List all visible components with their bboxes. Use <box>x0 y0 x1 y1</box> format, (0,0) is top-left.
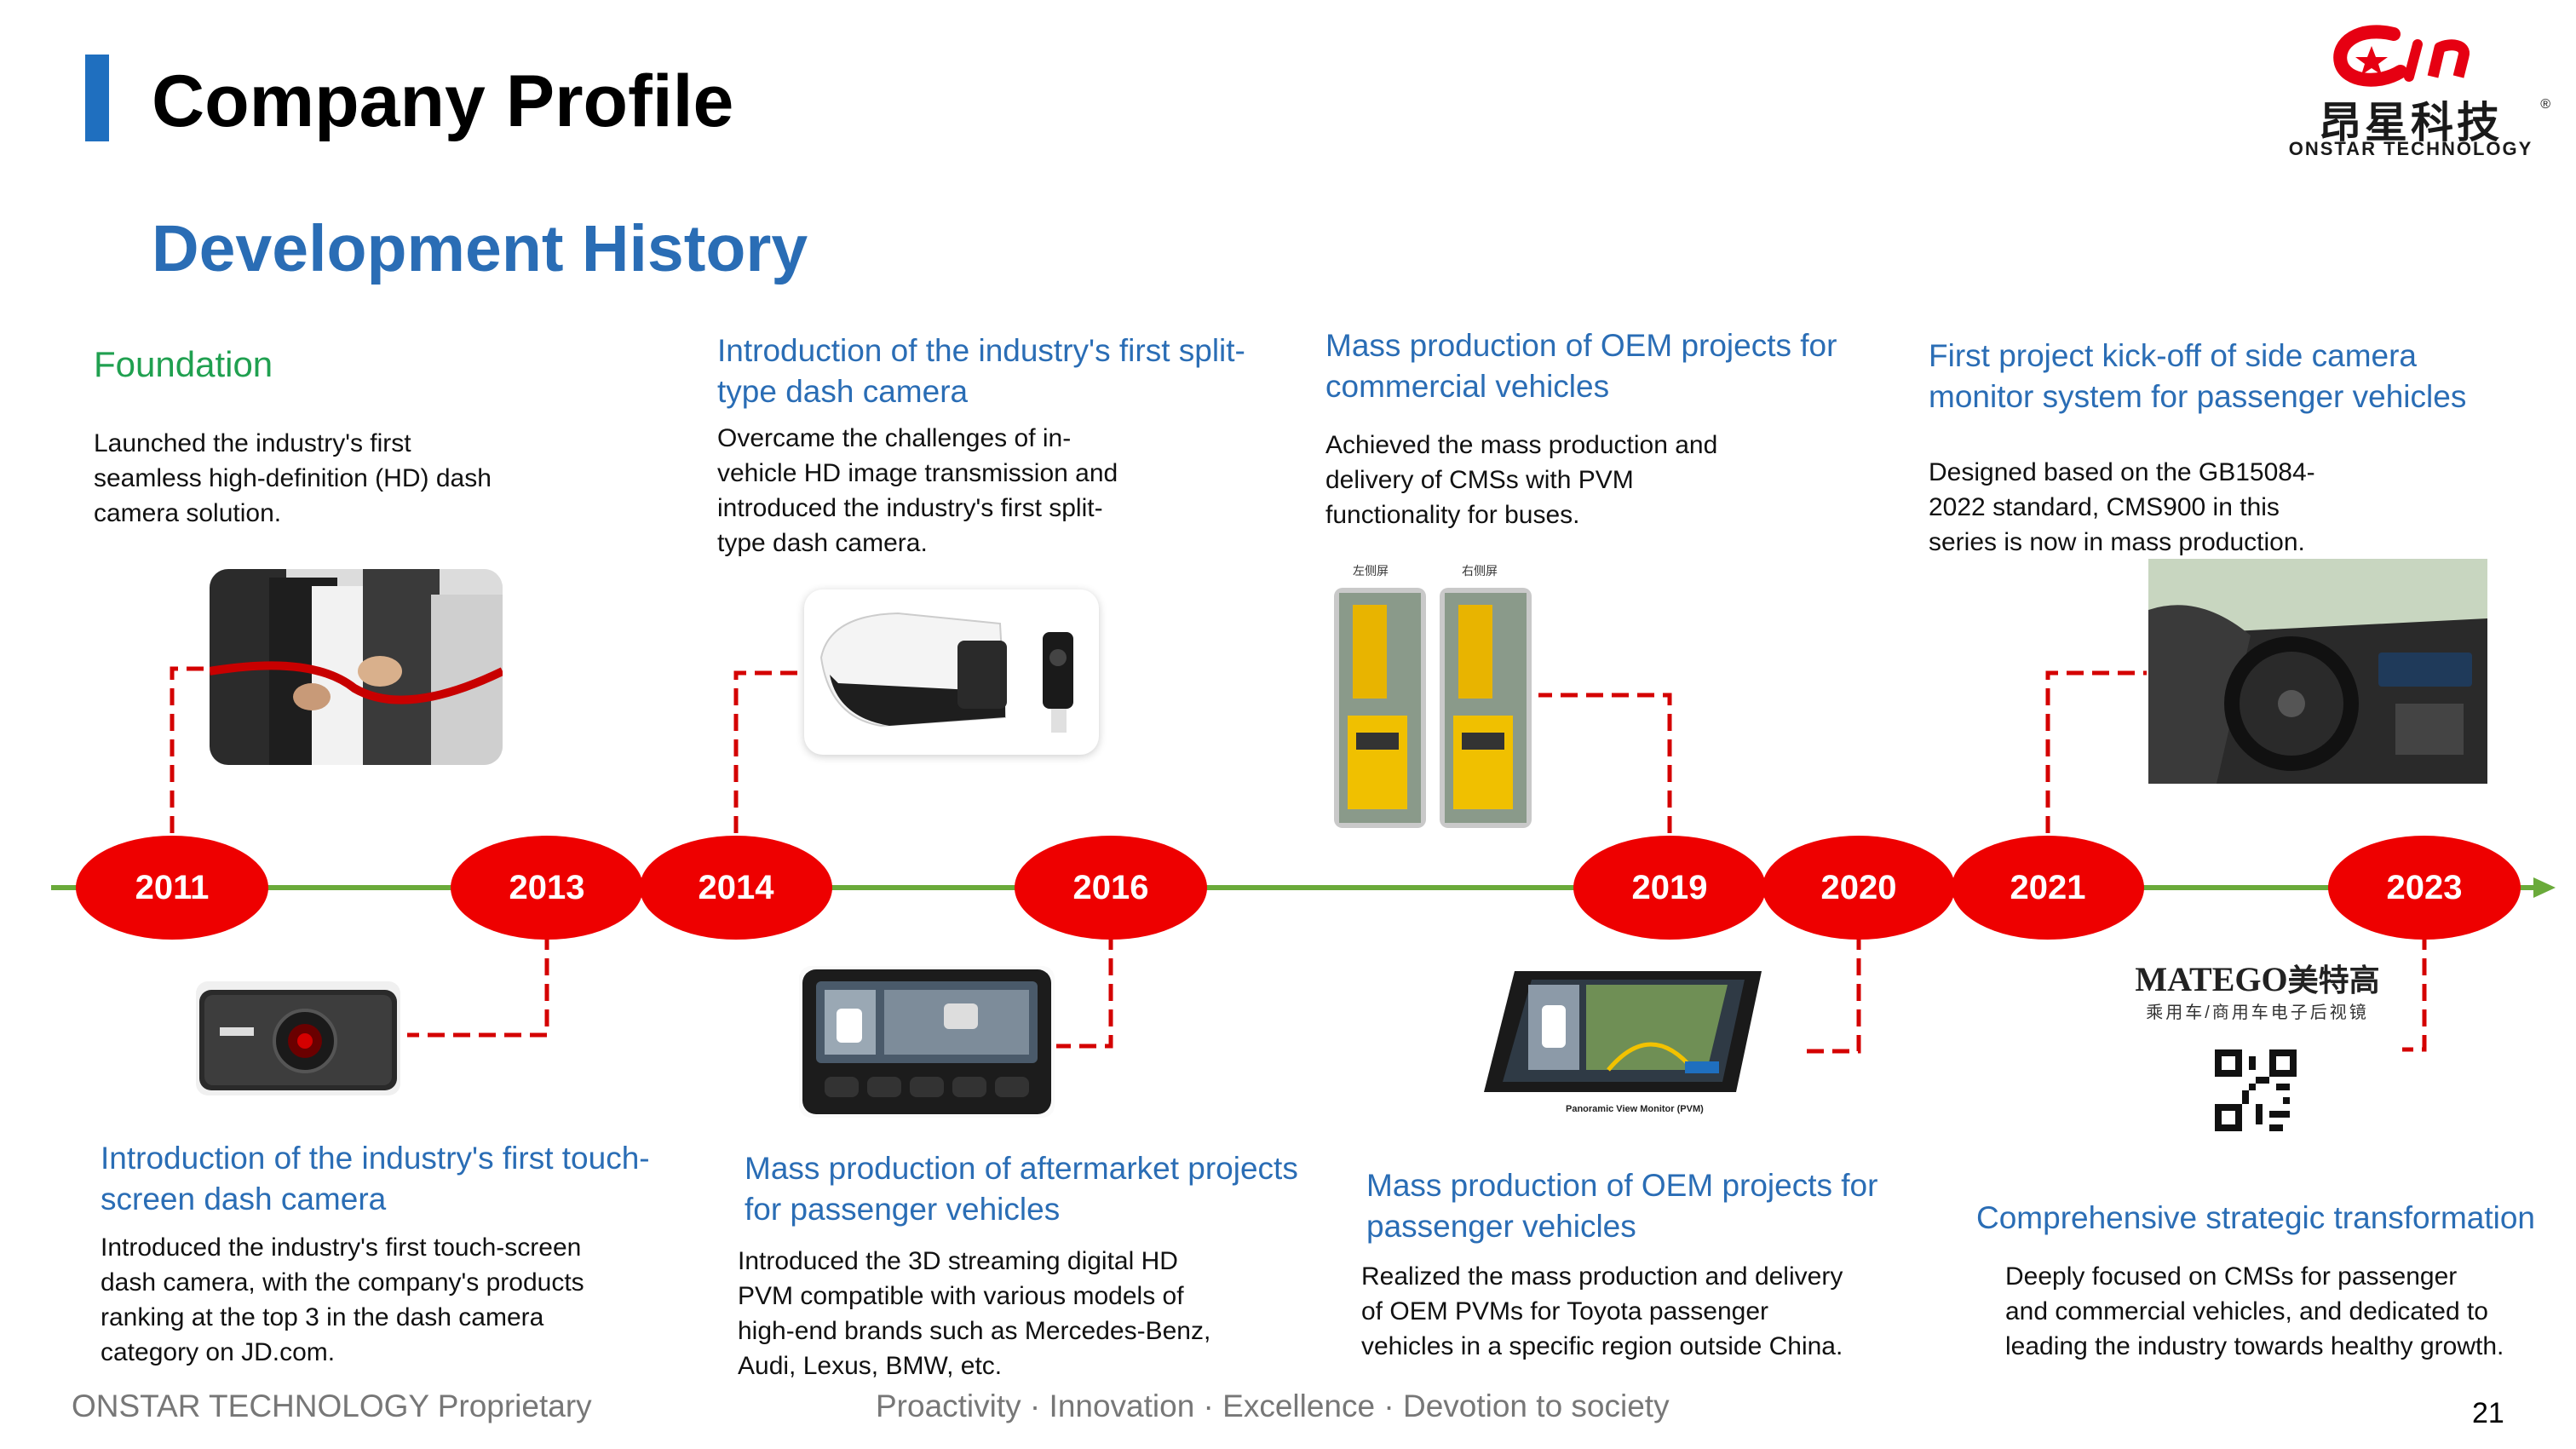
footer-proprietary: ONSTAR TECHNOLOGY Proprietary <box>72 1389 592 1423</box>
milestone-2011-body: Launched the industry's first seamless h… <box>94 429 492 527</box>
year-node-2013: 2013 <box>451 836 643 940</box>
milestone-2021-heading: First project kick-off of side camera mo… <box>1929 338 2467 414</box>
matego-logo: MATEGO <box>2135 960 2288 998</box>
section-title: Development History <box>152 212 808 285</box>
connector-2020 <box>1806 933 1861 1054</box>
logo-english-name: ONSTAR TECHNOLOGY <box>2288 138 2533 159</box>
ribbon-cutting-photo <box>210 569 503 765</box>
milestone-2016-body: Introduced the 3D streaming digital HD P… <box>738 1247 1211 1380</box>
milestone-2019-heading: Mass production of OEM projects for comm… <box>1325 328 1837 404</box>
connector-2019 <box>1538 693 1672 833</box>
year-node-2016: 2016 <box>1015 836 1207 940</box>
car-interior-cms-photo <box>2148 559 2487 784</box>
company-logo: 昂星科技 ® ONSTAR TECHNOLOGY <box>2266 19 2556 164</box>
touchscreen-dashcam-photo <box>196 981 400 1095</box>
title-accent-bar <box>85 55 109 141</box>
connector-2011 <box>170 666 210 833</box>
connector-2014 <box>733 670 797 833</box>
pvm-caption: Panoramic View Monitor (PVM) <box>1566 1104 1704 1114</box>
footer-values: Proactivity · Innovation · Excellence · … <box>876 1389 1670 1423</box>
milestone-2014-heading: Introduction of the industry's first spl… <box>717 333 1245 409</box>
milestone-2011-heading: Foundation <box>94 344 273 384</box>
cms-right-screen-label: 右侧屏 <box>1462 564 1498 578</box>
year-node-2019: 2019 <box>1573 836 1766 940</box>
year-node-2011: 2011 <box>76 836 268 940</box>
milestone-2013-body: Introduced the industry's first touch-sc… <box>101 1233 584 1366</box>
milestone-2020-heading: Mass production of OEM projects for pass… <box>1366 1168 1878 1244</box>
connector-2021 <box>2045 670 2147 833</box>
page-number: 21 <box>2472 1397 2504 1429</box>
connector-2013 <box>407 933 549 1038</box>
aftermarket-pvm-photo <box>799 966 1055 1118</box>
connector-2016 <box>1056 933 1113 1049</box>
page-title: Company Profile <box>152 60 734 142</box>
milestone-2014-body: Overcame the challenges of in- vehicle H… <box>717 424 1118 557</box>
year-node-2020: 2020 <box>1762 836 1955 940</box>
matego-brand: MATEGO美特高 <box>2130 956 2385 1000</box>
registered-mark: ® <box>2540 97 2550 112</box>
year-node-2023: 2023 <box>2328 836 2521 940</box>
timeline: 2011 2013 2014 2016 2019 2020 2021 2023 <box>0 818 2576 954</box>
cms-left-screen-label: 左侧屏 <box>1353 564 1389 578</box>
connector-2023 <box>2402 933 2427 1052</box>
timeline-arrow-icon <box>2533 877 2556 898</box>
year-node-2021: 2021 <box>1952 836 2144 940</box>
milestone-2021-body: Designed based on the GB15084- 2022 stan… <box>1929 458 2315 556</box>
toyota-pvm-photo <box>1481 968 1767 1095</box>
qr-code-icon <box>2215 1049 2297 1131</box>
matego-tagline: 乘用车/商用车电子后视镜 <box>2146 1003 2369 1022</box>
milestone-2016-heading: Mass production of aftermarket projects … <box>745 1151 1298 1227</box>
logo-chinese-name: 昂星科技 <box>2319 99 2503 147</box>
milestone-2013-heading: Introduction of the industry's first tou… <box>101 1141 650 1216</box>
matego-cn-name: 美特高 <box>2287 963 2380 998</box>
bus-cms-screens-photo <box>1331 588 1535 828</box>
milestone-2023-heading: Comprehensive strategic transformation <box>1976 1200 2536 1235</box>
milestone-2019-body: Achieved the mass production and deliver… <box>1325 431 1718 529</box>
year-node-2014: 2014 <box>640 836 832 940</box>
split-dashcam-photo <box>804 589 1099 755</box>
milestone-2023-body: Deeply focused on CMSs for passenger and… <box>2005 1262 2504 1360</box>
milestone-2020-body: Realized the mass production and deliver… <box>1361 1262 1843 1360</box>
logo-mark-icon <box>2333 25 2470 87</box>
